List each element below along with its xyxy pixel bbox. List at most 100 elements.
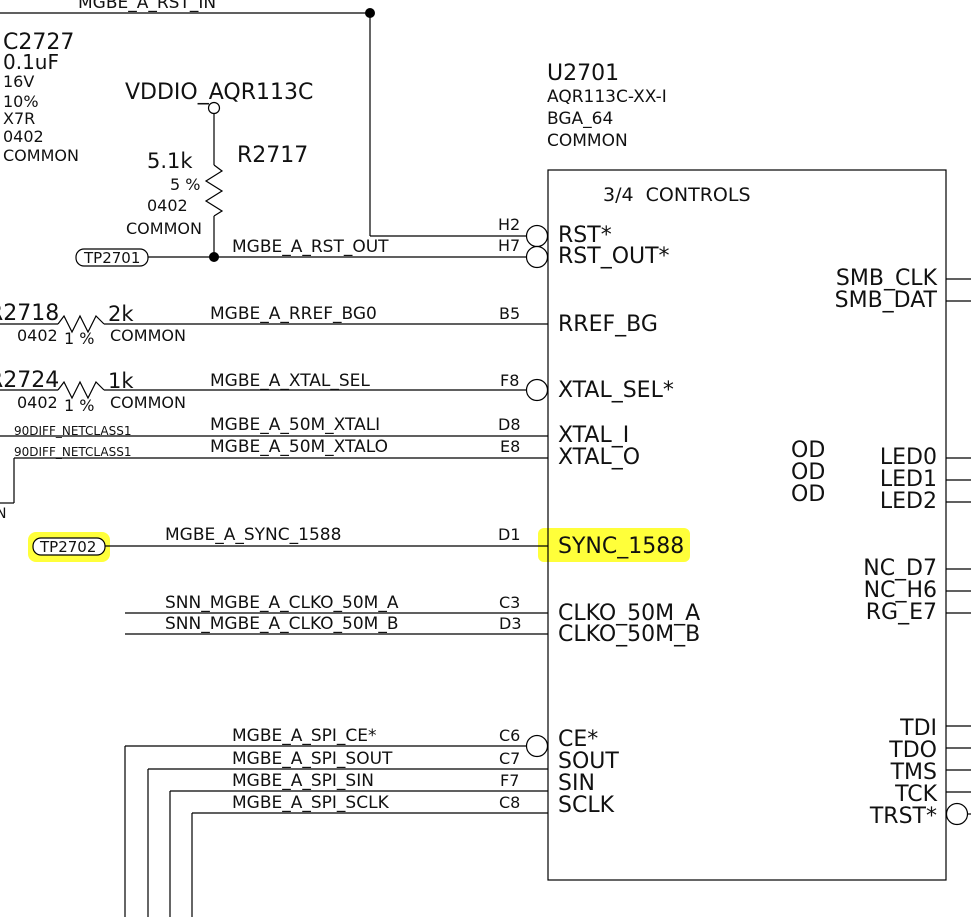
ball-f8: F8 — [500, 371, 519, 390]
pin-led1: LED1 — [880, 467, 937, 492]
cap-tolerance: 10% — [3, 92, 39, 111]
r2724-ref: R2724 — [0, 368, 59, 393]
net-label-clko-a: SNN_MGBE_A_CLKO_50M_A — [165, 593, 399, 613]
bubble-rst — [525, 224, 549, 248]
chip-part: AQR113C-XX-I — [547, 87, 667, 107]
pin-tdo: TDO — [888, 738, 937, 763]
bubble-ce — [525, 734, 549, 758]
ball-f7: F7 — [500, 771, 519, 790]
cap-dielectric: X7R — [3, 109, 35, 128]
net-label-rref: MGBE_A_RREF_BG0 — [210, 304, 377, 324]
net-label-spi-sout: MGBE_A_SPI_SOUT — [232, 749, 393, 769]
chip-variant: COMMON — [547, 131, 628, 151]
pin-xtal-i: XTAL_I — [558, 423, 629, 448]
pin-smb-dat: SMB_DAT — [835, 288, 938, 313]
pullup-value: 5.1k — [147, 149, 193, 173]
ball-c8: C8 — [499, 793, 520, 812]
net-label-xtal-sel: MGBE_A_XTAL_SEL — [210, 371, 370, 391]
capacitor-c2727: C2727 0.1uF 16V 10% X7R 0402 COMMON — [3, 30, 79, 165]
r2724-variant: COMMON — [110, 393, 186, 412]
top-net-label: MGBE_A_RST_IN — [78, 0, 216, 13]
bubble-trst — [945, 802, 969, 826]
net-spi-sout: MGBE_A_SPI_SOUT C7 — [147, 749, 548, 917]
r2724-package: 0402 — [17, 393, 58, 412]
cap-package: 0402 — [3, 127, 44, 146]
pullup-r2717: VDDIO_AQR113C R2717 5.1k 5 % 0402 COMMON — [125, 80, 313, 257]
cap-value: 0.1uF — [3, 50, 59, 74]
net-rst-out: TP2701 MGBE_A_RST_OUT H7 — [75, 236, 527, 267]
od-led0: OD — [791, 438, 825, 463]
ball-d3: D3 — [499, 614, 522, 633]
net-label-sync: MGBE_A_SYNC_1588 — [165, 525, 341, 545]
ball-c6: C6 — [499, 726, 520, 745]
ball-h7: H7 — [498, 236, 520, 255]
pin-clko-b: CLKO_50M_B — [558, 622, 700, 647]
netclass-2: 90DIFF_NETCLASS1 — [14, 445, 131, 459]
pin-led0: LED0 — [880, 445, 937, 470]
od-led1: OD — [791, 460, 825, 485]
pullup-package: 0402 — [147, 196, 188, 215]
pullup-tolerance: 5 % — [170, 175, 200, 194]
net-label-xtali: MGBE_A_50M_XTALI — [210, 415, 380, 435]
pullup-ref: R2717 — [237, 143, 308, 168]
chip-section: 3/4 CONTROLS — [603, 184, 751, 206]
pin-nc-h6: NC_H6 — [864, 578, 937, 603]
net-spi-ce: MGBE_A_SPI_CE* C6 — [124, 726, 527, 917]
tp2701-label: TP2701 — [83, 249, 140, 267]
power-rail-label: VDDIO_AQR113C — [125, 80, 313, 105]
od-led2: OD — [791, 482, 825, 507]
net-clko-a: SNN_MGBE_A_CLKO_50M_A C3 — [125, 593, 548, 614]
pin-clko-a: CLKO_50M_A — [558, 601, 700, 626]
power-rail-port — [207, 101, 221, 115]
chip-package: BGA_64 — [547, 109, 613, 129]
r2724-value: 1k — [108, 369, 134, 393]
stub-label: N — [0, 506, 6, 522]
net-clko-b: SNN_MGBE_A_CLKO_50M_B D3 — [125, 614, 548, 635]
pullup-variant: COMMON — [126, 219, 202, 238]
test-point-tp2701[interactable]: TP2701 — [75, 248, 149, 267]
ball-c3: C3 — [499, 593, 520, 612]
bubble-xtal-sel — [525, 378, 549, 402]
net-xtal-i: 90DIFF_NETCLASS1 MGBE_A_50M_XTALI D8 — [0, 415, 548, 438]
r2718-package: 0402 — [17, 326, 58, 345]
pin-tck: TCK — [894, 782, 938, 807]
pin-sin: SIN — [558, 771, 595, 796]
r2718-variant: COMMON — [110, 326, 186, 345]
r2718-value: 2k — [108, 302, 134, 326]
net-rref-bg: R2718 2k 0402 1 % COMMON MGBE_A_RREF_BG0… — [0, 301, 548, 348]
pin-nc-d7: NC_D7 — [863, 556, 937, 581]
net-label-spi-sin: MGBE_A_SPI_SIN — [232, 771, 374, 791]
net-rst: H2 — [369, 13, 527, 237]
r2718-tolerance: 1 % — [64, 329, 94, 348]
pin-tdi: TDI — [899, 716, 937, 741]
chip-body — [547, 169, 947, 881]
pin-tms: TMS — [890, 760, 937, 785]
ball-c7: C7 — [499, 749, 520, 768]
net-label-spi-ce: MGBE_A_SPI_CE* — [232, 726, 377, 746]
pin-rst: RST* — [558, 223, 612, 248]
pin-xtal-sel: XTAL_SEL* — [558, 378, 674, 403]
pin-sync-1588: SYNC_1588 — [558, 534, 684, 559]
net-label-spi-sclk: MGBE_A_SPI_SCLK — [232, 793, 390, 813]
pin-rg-e7: RG_E7 — [866, 600, 937, 625]
chip-u2701: U2701 AQR113C-XX-I BGA_64 COMMON 3/4 CON… — [525, 61, 971, 881]
pin-smb-clk: SMB_CLK — [836, 266, 938, 291]
net-spi-sclk: MGBE_A_SPI_SCLK C8 — [191, 793, 548, 917]
cap-ref: C2727 — [3, 30, 74, 55]
net-label-clko-b: SNN_MGBE_A_CLKO_50M_B — [165, 614, 399, 634]
test-point-tp2702[interactable]: TP2702 — [32, 537, 106, 556]
ball-h2: H2 — [498, 215, 520, 234]
highlight-sync-pin — [538, 528, 690, 562]
chip-ref: U2701 — [547, 61, 619, 86]
ball-e8: E8 — [500, 437, 520, 456]
pin-led2: LED2 — [880, 489, 937, 514]
r2724-tolerance: 1 % — [64, 396, 94, 415]
cap-variant: COMMON — [3, 146, 79, 165]
net-sync-1588: TP2702 MGBE_A_SYNC_1588 D1 — [32, 525, 548, 556]
net-xtal-o: 90DIFF_NETCLASS1 N MGBE_A_50M_XTALO E8 — [0, 437, 548, 522]
ball-b5: B5 — [499, 304, 520, 323]
pin-sout: SOUT — [558, 749, 619, 774]
net-label-xtalo: MGBE_A_50M_XTALO — [210, 437, 388, 457]
right-pin-stubs — [946, 278, 971, 793]
